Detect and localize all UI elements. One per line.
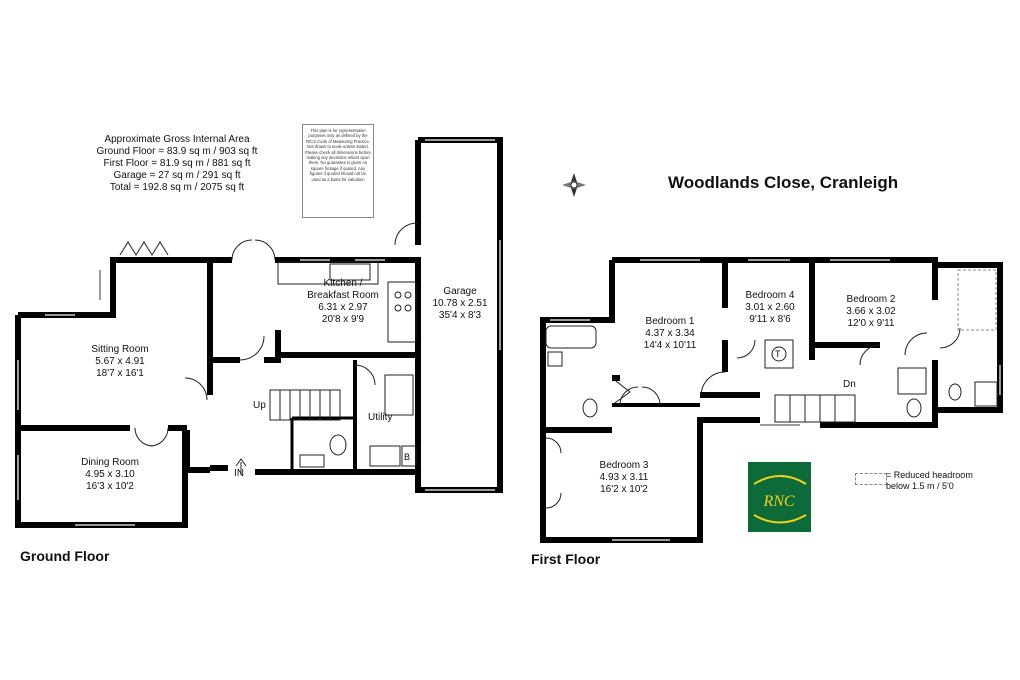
bedroom-3-label: Bedroom 3 4.93 x 3.11 16'2 x 10'2 (584, 460, 664, 496)
tank-label: T (775, 349, 781, 359)
kitchen-metric: 6.31 x 2.97 (318, 302, 368, 313)
dining-name: Dining Room (81, 457, 139, 468)
bed3-metric: 4.93 x 3.11 (599, 472, 649, 483)
dining-metric: 4.95 x 3.10 (85, 469, 135, 480)
rnc-logo: RNC (748, 462, 811, 532)
bedroom-1-label: Bedroom 1 4.37 x 3.34 14'4 x 10'11 (630, 316, 710, 352)
legend-line-2: below 1.5 m / 5'0 (886, 481, 954, 491)
dining-room-label: Dining Room 4.95 x 3.10 16'3 x 10'2 (65, 457, 155, 493)
sitting-metric: 5.67 x 4.91 (95, 356, 145, 367)
bed4-imperial: 9'11 x 8'6 (749, 314, 791, 325)
bed3-name: Bedroom 3 (599, 460, 649, 471)
reduced-headroom-swatch (855, 473, 887, 485)
disclaimer-text: This plan is for representation purposes… (302, 124, 374, 218)
stairs-down-label: Dn (843, 379, 856, 390)
bed2-imperial: 12'0 x 9'11 (847, 318, 895, 329)
kitchen-imperial: 20'8 x 9'9 (321, 314, 365, 325)
legend-line-1: = Reduced headroom (886, 470, 973, 480)
sitting-imperial: 18'7 x 16'1 (96, 368, 144, 379)
garage-metric: 10.78 x 2.51 (432, 298, 488, 309)
bed1-name: Bedroom 1 (645, 316, 695, 327)
garage-label: Garage 10.78 x 2.51 35'4 x 8'3 (422, 286, 498, 322)
compass-icon (562, 173, 586, 197)
first-floor-fixtures (545, 269, 998, 509)
boiler-label: B (404, 452, 411, 462)
dining-imperial: 16'3 x 10'2 (86, 481, 134, 492)
area-heading: Approximate Gross Internal Area (104, 134, 250, 145)
area-first: First Floor = 81.9 sq m / 881 sq ft (103, 158, 251, 169)
gross-area-summary: Approximate Gross Internal Area Ground F… (92, 134, 262, 194)
property-title: Woodlands Close, Cranleigh (668, 173, 899, 192)
first-floor-windows (550, 259, 1001, 541)
entrance-label: IN (234, 468, 244, 479)
bed4-metric: 3.01 x 2.60 (745, 302, 795, 313)
bed1-imperial: 14'4 x 10'11 (643, 340, 697, 351)
utility-label: Utility (368, 412, 393, 423)
ground-floor-fixtures (119, 222, 419, 475)
bed1-metric: 4.37 x 3.34 (645, 328, 695, 339)
bedroom-4-label: Bedroom 4 3.01 x 2.60 9'11 x 8'6 (735, 290, 805, 326)
bedroom-2-label: Bedroom 2 3.66 x 3.02 12'0 x 9'11 (836, 294, 906, 330)
area-total: Total = 192.8 sq m / 2075 sq ft (109, 182, 245, 193)
garage-name: Garage (443, 286, 477, 297)
ground-floor-windows (17, 139, 501, 526)
bed2-metric: 3.66 x 3.02 (846, 306, 896, 317)
kitchen-name-2: Breakfast Room (307, 290, 379, 301)
sitting-name: Sitting Room (91, 344, 149, 355)
area-ground: Ground Floor = 83.9 sq m / 903 sq ft (96, 146, 258, 157)
bed4-name: Bedroom 4 (745, 290, 795, 301)
ground-floor-title: Ground Floor (20, 548, 110, 564)
bed2-name: Bedroom 2 (846, 294, 896, 305)
area-garage: Garage = 27 sq m / 291 sq ft (113, 170, 241, 181)
garage-imperial: 35'4 x 8'3 (438, 310, 482, 321)
sitting-room-label: Sitting Room 5.67 x 4.91 18'7 x 16'1 (75, 344, 165, 380)
svg-text:RNC: RNC (762, 493, 794, 510)
ground-floor-walls (15, 137, 503, 528)
kitchen-name: Kitchen / (323, 278, 363, 289)
reduced-headroom-legend: = Reduced headroom below 1.5 m / 5'0 (886, 470, 973, 492)
first-floor-title: First Floor (531, 551, 601, 567)
kitchen-label: Kitchen / Breakfast Room 6.31 x 2.97 20'… (298, 278, 388, 326)
stairs-up-label: Up (253, 400, 266, 411)
bed3-imperial: 16'2 x 10'2 (600, 484, 648, 495)
